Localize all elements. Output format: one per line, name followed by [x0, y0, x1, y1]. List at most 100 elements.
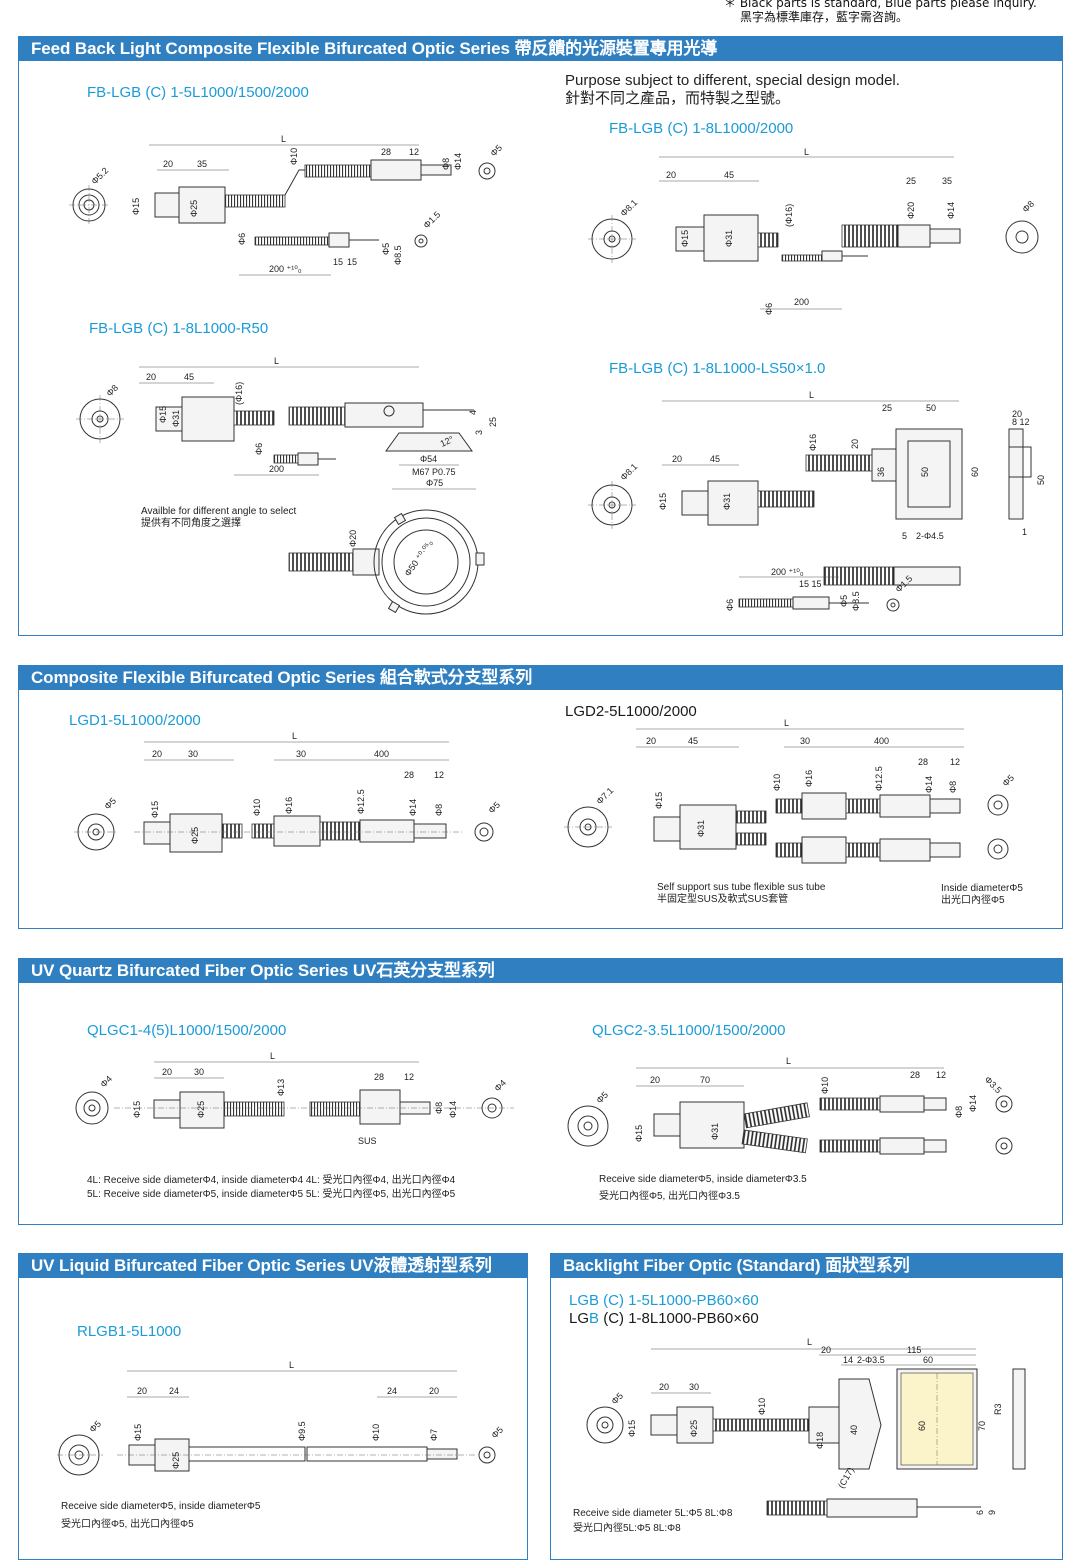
svg-text:Φ14: Φ14 [946, 202, 956, 219]
svg-text:50: 50 [1036, 475, 1046, 485]
svg-text:12: 12 [434, 770, 444, 780]
svg-text:30: 30 [800, 736, 810, 746]
svg-text:Φ15: Φ15 [654, 792, 664, 809]
svg-text:Φ15: Φ15 [158, 406, 168, 423]
svg-text:36: 36 [876, 467, 886, 477]
model-fb-lgb-r50: FB-LGB (C) 1-8L1000-R50 [89, 320, 269, 337]
svg-text:12: 12 [409, 147, 419, 157]
svg-text:Φ8: Φ8 [104, 383, 120, 399]
model-part-a: LG [569, 1310, 590, 1327]
bl-note-en: Receive side diameter 5L:Φ5 8L:Φ8 [573, 1508, 733, 1519]
svg-text:45: 45 [184, 372, 194, 382]
svg-text:12: 12 [404, 1072, 414, 1082]
svg-text:Φ50 ⁺⁰·⁰⁵₀: Φ50 ⁺⁰·⁰⁵₀ [402, 538, 435, 578]
svg-text:Φ16: Φ16 [804, 770, 814, 787]
svg-text:70: 70 [977, 1421, 987, 1431]
svg-text:28: 28 [910, 1070, 920, 1080]
svg-text:Φ25: Φ25 [190, 827, 200, 844]
svg-text:Φ54: Φ54 [420, 454, 437, 464]
svg-text:L: L [274, 356, 279, 366]
svg-text:400: 400 [374, 749, 389, 759]
svg-text:Φ6: Φ6 [725, 599, 735, 611]
svg-text:L: L [292, 731, 297, 741]
svg-text:Φ5: Φ5 [102, 796, 118, 812]
svg-text:Φ15: Φ15 [150, 801, 160, 818]
svg-text:Φ5: Φ5 [489, 1425, 505, 1441]
svg-text:Φ10: Φ10 [757, 1398, 767, 1415]
svg-text:Φ8: Φ8 [948, 781, 958, 793]
section-composite: Composite Flexible Bifurcated Optic Seri… [18, 665, 1063, 929]
svg-text:Φ15: Φ15 [680, 230, 690, 247]
svg-text:Φ20: Φ20 [348, 530, 358, 547]
drawing-fb-ls50-tail: 200 ⁺¹⁰₀ 15 15 Φ6 Φ5 Φ8.5 Φ1.5 [725, 567, 914, 612]
svg-text:70: 70 [700, 1075, 710, 1085]
svg-text:Φ6: Φ6 [237, 233, 247, 245]
svg-text:Φ12.5: Φ12.5 [356, 789, 366, 814]
uvq-note-4l: 4L: Receive side diameterΦ4, inside diam… [87, 1175, 456, 1186]
svg-text:35: 35 [197, 159, 207, 169]
svg-text:SUS: SUS [358, 1136, 377, 1146]
svg-text:L: L [784, 718, 789, 728]
model-fb-lgb-ls50: FB-LGB (C) 1-8L1000-LS50×1.0 [609, 360, 826, 377]
svg-text:Φ8.5: Φ8.5 [851, 591, 861, 611]
svg-text:20: 20 [850, 439, 860, 449]
svg-text:20: 20 [146, 372, 156, 382]
svg-text:8 12: 8 12 [1012, 417, 1030, 427]
svg-text:Φ25: Φ25 [171, 1452, 181, 1469]
svg-text:30: 30 [296, 749, 306, 759]
model-qlgc1: QLGC1-4(5)L1000/1500/2000 [87, 1022, 287, 1039]
svg-text:Φ5: Φ5 [1000, 773, 1016, 789]
svg-text:2-Φ3.5: 2-Φ3.5 [857, 1355, 885, 1365]
svg-text:Φ12.5: Φ12.5 [874, 766, 884, 791]
svg-text:Φ9.5: Φ9.5 [297, 1421, 307, 1441]
svg-text:Φ31: Φ31 [724, 230, 734, 247]
svg-text:Φ10: Φ10 [772, 774, 782, 791]
svg-text:(Φ16): (Φ16) [784, 204, 794, 227]
svg-text:Φ1.5: Φ1.5 [421, 209, 442, 230]
svg-text:20: 20 [137, 1386, 147, 1396]
svg-text:Φ10: Φ10 [820, 1077, 830, 1094]
svg-text:Φ8: Φ8 [434, 804, 444, 816]
section-title: Composite Flexible Bifurcated Optic Seri… [19, 666, 1062, 690]
svg-text:15: 15 [333, 257, 343, 267]
svg-text:(Φ16): (Φ16) [234, 382, 244, 405]
svg-text:Φ8.1: Φ8.1 [618, 461, 639, 482]
svg-text:200: 200 [794, 297, 809, 307]
svg-text:115: 115 [907, 1345, 921, 1355]
svg-text:20: 20 [152, 749, 162, 759]
section-title: Backlight Fiber Optic (Standard) 面狀型系列 [551, 1254, 1062, 1278]
svg-text:L: L [809, 390, 814, 400]
uvq-note-5l: 5L: Receive side diameterΦ5, inside diam… [87, 1189, 456, 1200]
svg-text:400: 400 [874, 736, 889, 746]
svg-text:15 15: 15 15 [799, 579, 822, 589]
svg-text:L: L [804, 147, 809, 157]
section-title: UV Quartz Bifurcated Fiber Optic Series … [19, 959, 1062, 983]
svg-text:Φ15: Φ15 [131, 198, 141, 215]
svg-text:Φ18: Φ18 [815, 1432, 825, 1449]
svg-text:20: 20 [429, 1386, 439, 1396]
svg-text:Φ4: Φ4 [98, 1074, 114, 1090]
svg-text:L: L [807, 1337, 812, 1347]
svg-text:Φ15: Φ15 [634, 1125, 644, 1142]
svg-text:20: 20 [162, 1067, 172, 1077]
svg-text:14: 14 [843, 1355, 853, 1365]
svg-text:9: 9 [987, 1510, 997, 1515]
purpose-zh: 針對不同之產品，而特製之型號。 [565, 90, 791, 107]
section-uv-quartz: UV Quartz Bifurcated Fiber Optic Series … [18, 958, 1063, 1225]
svg-text:Φ16: Φ16 [284, 797, 294, 814]
inside-note-zh: 出光口內徑Φ5 [941, 895, 1005, 906]
svg-text:Φ31: Φ31 [722, 493, 732, 510]
svg-text:Φ8: Φ8 [441, 158, 451, 170]
svg-text:Φ13: Φ13 [276, 1079, 286, 1096]
svg-text:Φ5: Φ5 [594, 1090, 610, 1106]
svg-text:25: 25 [882, 403, 892, 413]
svg-text:200: 200 [269, 464, 284, 474]
stock-note-zh: 黑字為標準庫存，藍字需咨詢。 [740, 10, 909, 24]
svg-text:20: 20 [646, 736, 656, 746]
